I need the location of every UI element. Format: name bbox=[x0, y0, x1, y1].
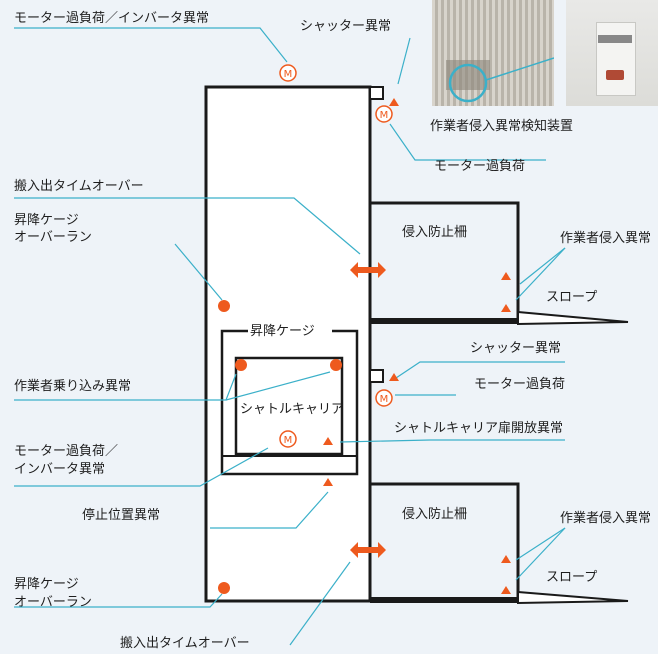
lower-floor-slab bbox=[370, 597, 520, 603]
upper-guard-fence bbox=[370, 201, 520, 318]
lift-shaft bbox=[204, 85, 372, 603]
upper-floor-slab bbox=[370, 318, 520, 324]
label-motor-overload-inverter-bottom-1: モーター過負荷／ bbox=[14, 444, 119, 459]
label-guard-fence-top: 侵入防止柵 bbox=[402, 225, 468, 240]
label-worker-intrusion-detector: 作業者侵入異常検知装置 bbox=[430, 119, 574, 134]
warning-triangle-icon bbox=[501, 586, 511, 594]
label-cage-overrun-bottom-2: オーバーラン bbox=[14, 595, 92, 610]
warning-triangle-icon bbox=[501, 272, 511, 280]
shutter-box-top bbox=[369, 86, 384, 100]
label-motor-overload-inverter-bottom-2: インバータ異常 bbox=[14, 462, 106, 477]
motor-symbols: M M M M bbox=[279, 64, 393, 448]
label-cage-overrun-top-1: 昇降ケージ bbox=[14, 213, 79, 228]
double-arrow-icon bbox=[350, 262, 386, 278]
label-guard-fence-bottom: 侵入防止柵 bbox=[402, 507, 468, 522]
motor-icon-label: M bbox=[284, 69, 293, 80]
label-shutter-fault-mid: シャッター異常 bbox=[470, 341, 562, 356]
sensor-dots bbox=[218, 300, 342, 594]
sensor-dot-icon bbox=[235, 359, 247, 371]
upper-slope bbox=[517, 310, 629, 326]
label-worker-intrusion-top: 作業者侵入異常 bbox=[560, 231, 652, 246]
label-motor-overload-top: モーター過負荷 bbox=[434, 159, 526, 174]
label-slope-top: スロープ bbox=[546, 290, 598, 305]
warning-triangle-icon bbox=[501, 555, 511, 563]
sensor-dot-icon bbox=[330, 359, 342, 371]
sensor-dot-icon bbox=[218, 582, 230, 594]
motor-icon bbox=[375, 105, 393, 123]
shutter-box-mid bbox=[369, 369, 384, 383]
motor-icon bbox=[279, 64, 297, 82]
motor-icon-label: M bbox=[380, 110, 389, 121]
warning-triangle-icon bbox=[323, 437, 333, 445]
label-carry-timeout-top: 搬入出タイムオーバー bbox=[14, 179, 144, 194]
label-slope-bottom: スロープ bbox=[546, 570, 598, 585]
detector-device bbox=[596, 22, 636, 96]
label-carry-timeout-bottom: 搬入出タイムオーバー bbox=[120, 636, 250, 651]
label-cage-overrun-top-2: オーバーラン bbox=[14, 230, 92, 245]
motor-icon bbox=[375, 389, 393, 407]
detector-display bbox=[598, 35, 632, 43]
label-stop-position-fault: 停止位置異常 bbox=[82, 508, 161, 523]
label-lift-cage: 昇降ケージ bbox=[250, 324, 315, 339]
motor-icon bbox=[279, 430, 297, 448]
detector-photo-overlay bbox=[446, 57, 554, 103]
warning-triangle-icon bbox=[323, 478, 333, 486]
double-arrow-icon bbox=[350, 542, 386, 558]
label-motor-overload-mid: モーター過負荷 bbox=[474, 377, 566, 392]
warning-triangle-icon bbox=[389, 98, 399, 106]
label-motor-overload-inverter-top: モーター過負荷／インバータ異常 bbox=[14, 11, 210, 26]
lower-slope bbox=[517, 590, 629, 605]
label-cage-overrun-bottom-1: 昇降ケージ bbox=[14, 577, 79, 592]
warning-triangle-icon bbox=[389, 373, 399, 381]
motor-icon-label: M bbox=[380, 394, 389, 405]
leader-lines bbox=[14, 27, 566, 646]
motor-icon-label: M bbox=[284, 435, 293, 446]
label-boarding-fault: 作業者乗り込み異常 bbox=[14, 379, 132, 394]
label-worker-intrusion-bottom: 作業者侵入異常 bbox=[560, 511, 652, 526]
label-shuttle-door-fault: シャトルキャリア扉開放異常 bbox=[394, 421, 564, 436]
sensor-dot-icon bbox=[218, 300, 230, 312]
label-shuttle-carrier: シャトルキャリア bbox=[240, 402, 345, 417]
detector-lamp bbox=[606, 70, 624, 80]
lower-guard-fence bbox=[370, 482, 520, 597]
warning-triangle-icon bbox=[501, 304, 511, 312]
lift-cage-label-gap bbox=[248, 324, 332, 338]
detector-photo-left bbox=[432, 0, 554, 106]
warning-triangles bbox=[323, 98, 511, 594]
label-shutter-fault-top: シャッター異常 bbox=[300, 19, 392, 34]
carry-arrows bbox=[350, 262, 386, 558]
